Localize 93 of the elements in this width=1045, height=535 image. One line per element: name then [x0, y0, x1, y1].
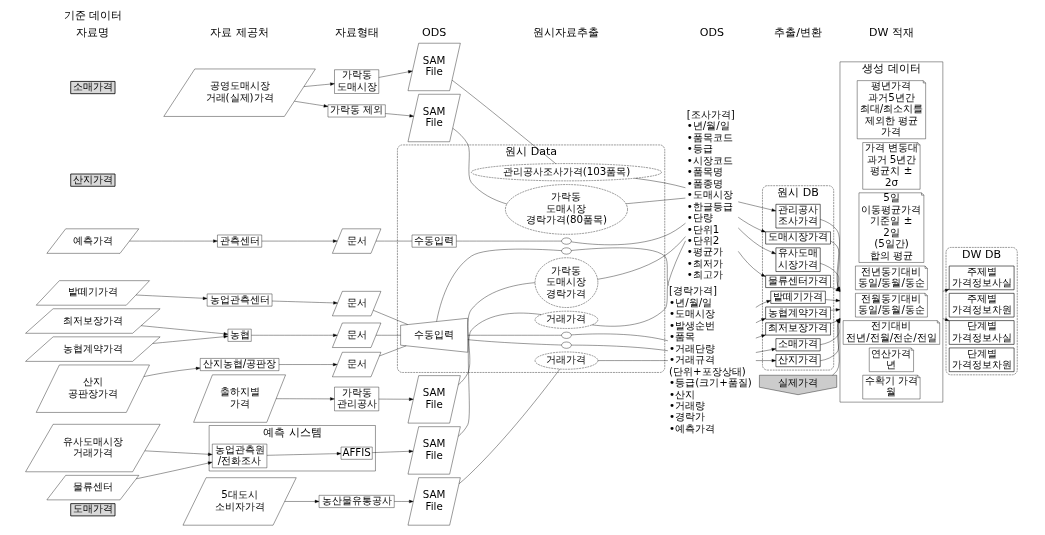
arrow: [284, 499, 319, 504]
label: ODS: [699, 25, 724, 39]
node-box: 최저보장가격: [764, 322, 831, 336]
node-box: 소매가격: [775, 338, 821, 352]
node-box: 유사도매 시장가격: [775, 247, 821, 272]
arrow: [755, 300, 771, 308]
arrow: [819, 219, 840, 292]
arrow: [755, 359, 776, 363]
node-box: 물류센터가격: [764, 275, 831, 288]
node-ellipse: 가락동 도매시장 경락가격(80품목): [504, 184, 628, 235]
node-ellipse: 가락동 도매시장 경락가격: [534, 257, 598, 308]
arrow: [143, 366, 200, 377]
arrow: [261, 239, 337, 243]
node-box: 산지가격: [775, 354, 821, 367]
node-box: 농업관측원 /전화조사: [211, 443, 267, 469]
node-box: 단계별 가격정보차원: [948, 347, 1014, 372]
node-box: 산지농협/공판장: [199, 358, 279, 371]
arrow: [378, 70, 413, 78]
label: 추출/변환: [773, 25, 822, 39]
node-box: 소매가격: [69, 81, 115, 95]
arrow: [271, 300, 338, 305]
arrow: [278, 362, 337, 367]
arrow: [755, 347, 776, 353]
arrow: [829, 240, 840, 292]
arrow: [135, 461, 212, 479]
node-box: 농산물유통공사: [318, 495, 394, 508]
arrow: [737, 217, 766, 233]
arrow: [829, 308, 840, 312]
connector: [467, 339, 562, 346]
arrow: [393, 499, 413, 504]
node-text: [경락가격] •년/월/일 •도매시장 •발생순번 •품목 •거래단량 •거래규격 (단위+포장상태) •등급(크기+품질) •산지 •거래량 •경락가 •예측가격: [668, 284, 752, 434]
node-box: 농협계약가격: [764, 306, 831, 320]
node-ellipse: 거래가격: [534, 351, 598, 370]
arrow: [303, 82, 335, 87]
node-box: AFFIS: [340, 446, 372, 460]
arrow: [275, 397, 335, 401]
arrow: [737, 251, 766, 277]
arrow: [819, 318, 840, 361]
node-box: 밭떼기가격: [769, 290, 826, 304]
label: 기준 데이터: [63, 9, 122, 23]
label: 자료 제공처: [209, 25, 269, 39]
label: 원시자료추출: [532, 25, 599, 39]
node-box: 가락동 도매시장: [333, 69, 379, 94]
arrow: [266, 452, 341, 456]
node-box: 수동입력: [399, 318, 468, 353]
node-box: 가락동 관리공사: [333, 386, 379, 412]
node-box: 주제별 가격정보차원: [948, 293, 1014, 318]
arrow: [128, 239, 218, 243]
node-box: 도매시장가격: [764, 231, 831, 245]
arrow: [942, 317, 949, 321]
arrow: [755, 334, 766, 339]
arrow: [755, 318, 766, 323]
label: DW 적재: [868, 25, 914, 39]
arrow: [250, 333, 337, 337]
arrow: [152, 335, 228, 344]
arrow: [371, 449, 413, 453]
arrow: [829, 318, 840, 324]
label: ODS: [421, 25, 446, 39]
arrow: [737, 201, 776, 212]
connector: [457, 282, 535, 385]
arrow: [942, 289, 949, 293]
arrow: [829, 286, 840, 292]
node-box: 농업관측센터: [206, 293, 272, 307]
arrow: [384, 113, 414, 118]
node-box: 단계별 가격정보사실: [948, 320, 1014, 345]
label: 자료명: [75, 25, 109, 39]
node-ellipse: [560, 331, 572, 339]
node-box: 가락동 제외: [327, 104, 386, 118]
arrow: [293, 101, 328, 108]
node-text: [조사가격] •년/월/일 •품목코드 •등급 •시장코드 •품목명 •품종명 •도매시장 •한글등급 •단량 •단위1 •단위2 •평균가 •최저가 •최고가: [686, 107, 735, 281]
arrow: [831, 318, 840, 376]
arrow: [378, 397, 413, 401]
arrow: [135, 294, 207, 300]
node-ellipse: [560, 341, 572, 349]
node-box: 주제별 가격정보사실: [948, 265, 1014, 291]
node-ellipse: [560, 237, 572, 245]
label: 자료형태: [334, 25, 379, 39]
arrow: [824, 298, 840, 303]
arrow: [819, 318, 840, 345]
node-ellipse: 관리공사조사가격(103품목): [470, 163, 662, 182]
node-ellipse: [560, 247, 572, 255]
arrow: [144, 450, 212, 456]
node-box: 수동입력: [411, 234, 457, 248]
node-ellipse: 거래가격: [534, 311, 598, 329]
node-box: 농협: [227, 328, 251, 342]
node-box: 산지가격: [69, 173, 115, 187]
node-box: 도매가격: [69, 503, 115, 517]
connector: [457, 312, 542, 437]
arrow: [737, 227, 776, 254]
node-box: 관리공사 조사가격: [775, 204, 821, 229]
arrow: [819, 263, 840, 292]
node-box: 관측센터: [216, 234, 262, 248]
arrow: [140, 325, 228, 336]
